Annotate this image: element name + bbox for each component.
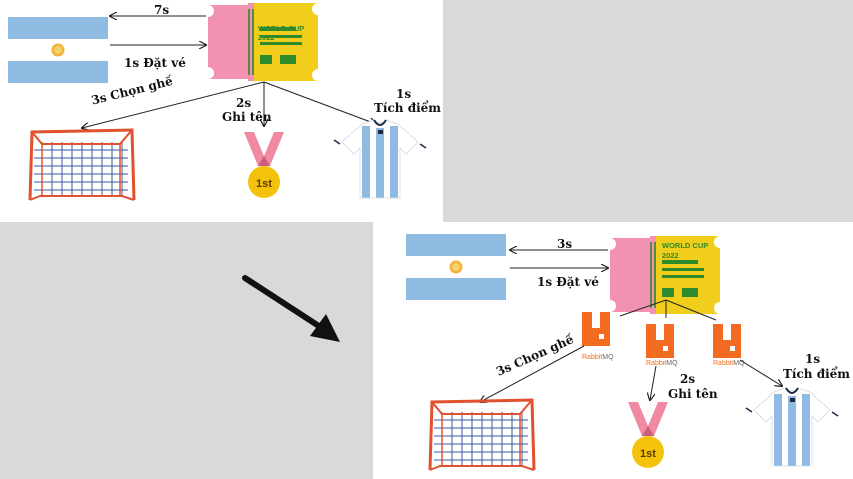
medal-text: 1st [256, 178, 272, 190]
bottom-link-rabbit-3 [665, 299, 717, 321]
ticket-title: WORLD CUP [258, 24, 304, 33]
top-response-time: 7s [154, 3, 170, 17]
bottom-name-label: Ghi tên [668, 387, 718, 401]
argentina-flag-icon [406, 234, 506, 300]
bottom-arrow-to-medal [650, 365, 657, 400]
transition-arrow-icon [242, 275, 340, 342]
bottom-arrow-to-goal [480, 345, 585, 402]
world-cup-ticket-icon [207, 2, 319, 82]
top-name-time: 2s [236, 96, 252, 110]
top-arrow-to-goal [82, 81, 265, 128]
rabbitmq-label: RabbitMQ [582, 354, 614, 361]
bottom-link-rabbit-1 [619, 299, 667, 317]
top-points-time: 1s [396, 87, 412, 101]
top-arrow-to-jersey [263, 81, 376, 124]
ticket-year: 2022 [258, 33, 275, 42]
rabbitmq-logo-icon [646, 324, 674, 358]
goal-net-icon [28, 128, 136, 202]
bottom-points-label: Tích điểm [783, 367, 850, 381]
bottom-booking-label: 1s Đặt vé [537, 275, 599, 289]
rabbitmq-logo-icon [582, 312, 610, 346]
goal-net-icon [428, 398, 536, 472]
top-points-label: Tích điểm [374, 101, 441, 115]
medal-text: 1st [640, 448, 656, 460]
ticket-title: WORLD CUP [662, 241, 708, 250]
bottom-points-time: 1s [805, 352, 821, 366]
top-booking-label: 1s Đặt vé [124, 56, 186, 70]
jersey-icon [333, 119, 427, 199]
bottom-response-time: 3s [557, 237, 573, 251]
rabbitmq-label: RabbitMQ [713, 360, 745, 367]
rabbitmq-logo-icon [713, 324, 741, 358]
argentina-flag-icon [8, 17, 108, 83]
top-name-label: Ghi tên [222, 110, 272, 124]
jersey-icon [745, 387, 839, 467]
bottom-name-time: 2s [680, 372, 696, 386]
bottom-arrow-to-jersey [739, 359, 782, 386]
ticket-year: 2022 [662, 251, 679, 260]
rabbitmq-label: RabbitMQ [646, 360, 678, 367]
